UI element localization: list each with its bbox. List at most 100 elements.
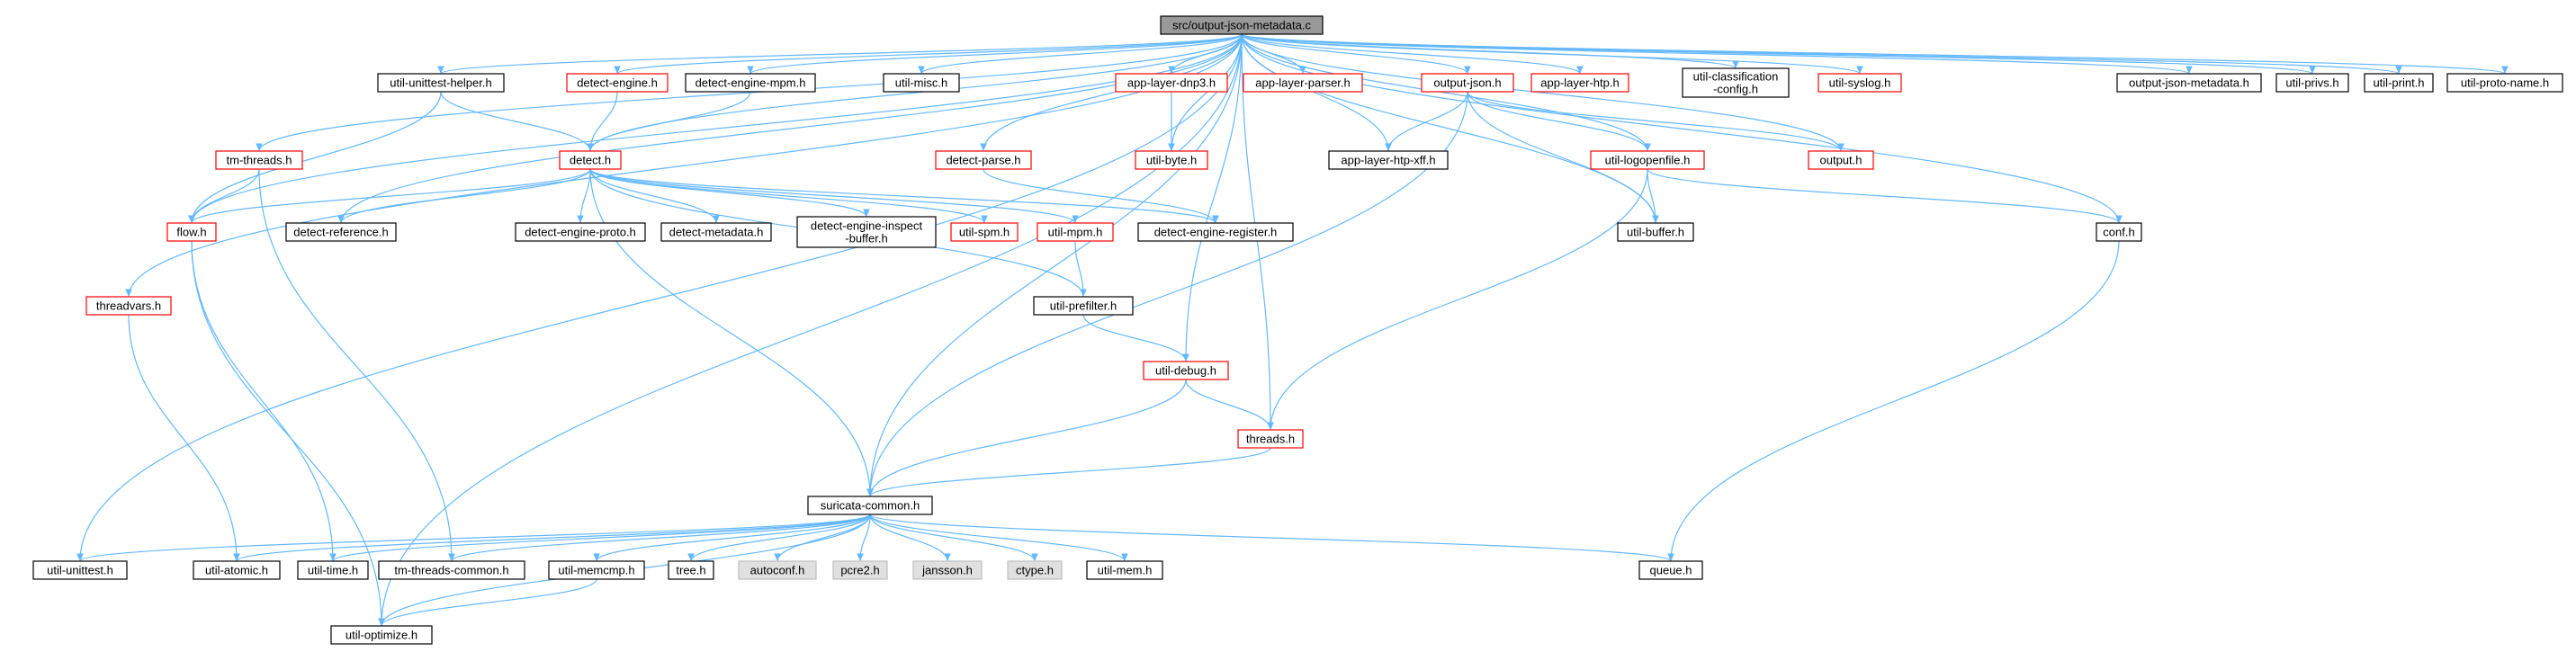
- node-output-json-metadata[interactable]: output-json-metadata.h: [2116, 73, 2262, 93]
- node-label-util-syslog: util-syslog.h: [1829, 76, 1891, 90]
- node-detect-reference[interactable]: detect-reference.h: [285, 222, 397, 242]
- node-box-detect-engine: [566, 73, 669, 93]
- node-util-unittest-helper[interactable]: util-unittest-helper.h: [377, 73, 505, 93]
- node-box-util-classification-config: [1682, 67, 1790, 98]
- node-box-app-layer-parser: [1243, 73, 1363, 93]
- node-label-output: output.h: [1820, 154, 1862, 167]
- node-label-conf: conf.h: [2103, 226, 2134, 239]
- edge-root-to-util-logopenfile: [1241, 33, 1651, 152]
- edge-threads-to-suricata-common: [866, 447, 1271, 497]
- node-flow[interactable]: flow.h: [166, 222, 217, 242]
- node-box-util-unittest-helper: [377, 73, 505, 93]
- node-label-detect-engine-inspect-buffer-line-1: detect-engine-inspect: [811, 219, 923, 233]
- node-box-util-byte: [1135, 150, 1208, 170]
- edge-suricata-common-to-util-unittest: [76, 514, 871, 562]
- node-detect-engine[interactable]: detect-engine.h: [566, 73, 669, 93]
- node-threads[interactable]: threads.h: [1237, 429, 1304, 449]
- node-util-logopenfile[interactable]: util-logopenfile.h: [1590, 150, 1705, 170]
- node-root[interactable]: src/output-json-metadata.c: [1160, 15, 1324, 35]
- node-label-util-memcmp: util-memcmp.h: [558, 564, 634, 577]
- node-label-util-optimize: util-optimize.h: [346, 629, 417, 642]
- edge-suricata-common-to-ctype: [869, 514, 1038, 562]
- node-output[interactable]: output.h: [1808, 150, 1874, 170]
- node-box-detect-parse: [935, 150, 1032, 170]
- edge-util-prefilter-to-util-debug: [1082, 314, 1189, 362]
- edge-util-unittest-helper-to-flow: [188, 91, 442, 224]
- node-tm-threads-common[interactable]: tm-threads-common.h: [378, 560, 525, 580]
- node-box-suricata-common: [807, 496, 933, 515]
- edge-flow-to-util-optimize: [191, 240, 385, 627]
- edge-detect-to-detect-engine-inspect-buffer: [589, 168, 870, 218]
- edge-root-to-app-layer-htp-xff: [1241, 33, 1392, 152]
- node-app-layer-htp-xff[interactable]: app-layer-htp-xff.h: [1328, 150, 1449, 170]
- node-util-privs[interactable]: util-privs.h: [2275, 73, 2349, 93]
- node-label-detect-engine-inspect-buffer-line-2: -buffer.h: [845, 232, 887, 246]
- node-util-spm[interactable]: util-spm.h: [950, 222, 1019, 242]
- node-util-buffer[interactable]: util-buffer.h: [1617, 222, 1694, 242]
- edge-layer: [76, 33, 2509, 627]
- node-detect-parse[interactable]: detect-parse.h: [935, 150, 1032, 170]
- node-label-util-classification-config-line-1: util-classification: [1693, 70, 1779, 84]
- edge-detect-to-util-spm: [589, 168, 988, 224]
- node-util-optimize[interactable]: util-optimize.h: [330, 625, 433, 645]
- node-box-app-layer-htp: [1530, 73, 1629, 93]
- node-detect-engine-proto[interactable]: detect-engine-proto.h: [515, 222, 646, 242]
- edge-root-to-util-proto-name: [1241, 33, 2509, 75]
- node-label-util-byte: util-byte.h: [1146, 154, 1197, 167]
- node-util-syslog[interactable]: util-syslog.h: [1818, 73, 1902, 93]
- node-util-atomic[interactable]: util-atomic.h: [193, 560, 281, 580]
- node-jansson: jansson.h: [912, 560, 983, 580]
- node-detect-engine-mpm[interactable]: detect-engine-mpm.h: [685, 73, 816, 93]
- edge-detect-engine-mpm-to-detect: [587, 91, 751, 152]
- edge-output-json-to-app-layer-htp-xff: [1385, 91, 1468, 152]
- edge-suricata-common-to-pcre2: [857, 514, 871, 562]
- node-detect-metadata[interactable]: detect-metadata.h: [660, 222, 772, 242]
- node-label-tm-threads-common: tm-threads-common.h: [394, 564, 508, 577]
- node-box-app-layer-dnp3: [1115, 73, 1228, 93]
- edge-root-to-util-misc: [918, 33, 1243, 75]
- node-conf[interactable]: conf.h: [2096, 222, 2142, 242]
- node-detect-engine-inspect-buffer[interactable]: detect-engine-inspect-buffer.h: [796, 216, 937, 248]
- node-util-memcmp[interactable]: util-memcmp.h: [548, 560, 645, 580]
- node-app-layer-htp[interactable]: app-layer-htp.h: [1530, 73, 1629, 93]
- node-util-mpm[interactable]: util-mpm.h: [1037, 222, 1114, 242]
- node-box-detect-engine-register: [1137, 222, 1294, 242]
- node-util-proto-name[interactable]: util-proto-name.h: [2446, 73, 2563, 93]
- node-util-mem[interactable]: util-mem.h: [1086, 560, 1163, 580]
- node-app-layer-parser[interactable]: app-layer-parser.h: [1243, 73, 1363, 93]
- node-util-print[interactable]: util-print.h: [2364, 73, 2434, 93]
- node-tree[interactable]: tree.h: [668, 560, 714, 580]
- node-util-byte[interactable]: util-byte.h: [1135, 150, 1208, 170]
- edge-suricata-common-to-util-mem: [869, 514, 1128, 562]
- node-label-root: src/output-json-metadata.c: [1172, 19, 1311, 32]
- node-threadvars[interactable]: threadvars.h: [85, 296, 172, 316]
- node-tm-threads[interactable]: tm-threads.h: [215, 150, 303, 170]
- node-box-detect: [559, 150, 622, 170]
- node-output-json[interactable]: output-json.h: [1421, 73, 1514, 93]
- node-queue[interactable]: queue.h: [1638, 560, 1703, 580]
- node-app-layer-dnp3[interactable]: app-layer-dnp3.h: [1115, 73, 1228, 93]
- node-util-time[interactable]: util-time.h: [297, 560, 369, 580]
- node-box-output: [1808, 150, 1874, 170]
- edge-util-memcmp-to-util-optimize: [378, 578, 597, 627]
- node-util-misc[interactable]: util-misc.h: [883, 73, 960, 93]
- node-pcre2: pcre2.h: [832, 560, 888, 580]
- node-label-app-layer-parser: app-layer-parser.h: [1255, 76, 1351, 90]
- node-util-unittest[interactable]: util-unittest.h: [32, 560, 128, 580]
- node-util-classification-config[interactable]: util-classification-config.h: [1682, 67, 1790, 98]
- node-detect[interactable]: detect.h: [559, 150, 622, 170]
- edge-util-debug-to-suricata-common: [866, 379, 1187, 497]
- edge-suricata-common-to-tree: [687, 514, 871, 562]
- edge-root-to-detect-parse: [980, 33, 1243, 152]
- edge-root-to-conf: [1241, 33, 2123, 224]
- node-detect-engine-register[interactable]: detect-engine-register.h: [1137, 222, 1294, 242]
- node-util-debug[interactable]: util-debug.h: [1143, 361, 1229, 380]
- edge-threadvars-to-util-atomic: [128, 314, 240, 562]
- node-label-detect-engine: detect-engine.h: [577, 76, 658, 90]
- edge-root-to-util-byte: [1168, 33, 1243, 152]
- node-box-pcre2: [832, 560, 888, 580]
- edge-suricata-common-to-util-time: [329, 514, 871, 562]
- node-label-app-layer-htp-xff: app-layer-htp-xff.h: [1341, 154, 1435, 167]
- node-suricata-common[interactable]: suricata-common.h: [807, 496, 933, 515]
- node-util-prefilter[interactable]: util-prefilter.h: [1033, 296, 1134, 316]
